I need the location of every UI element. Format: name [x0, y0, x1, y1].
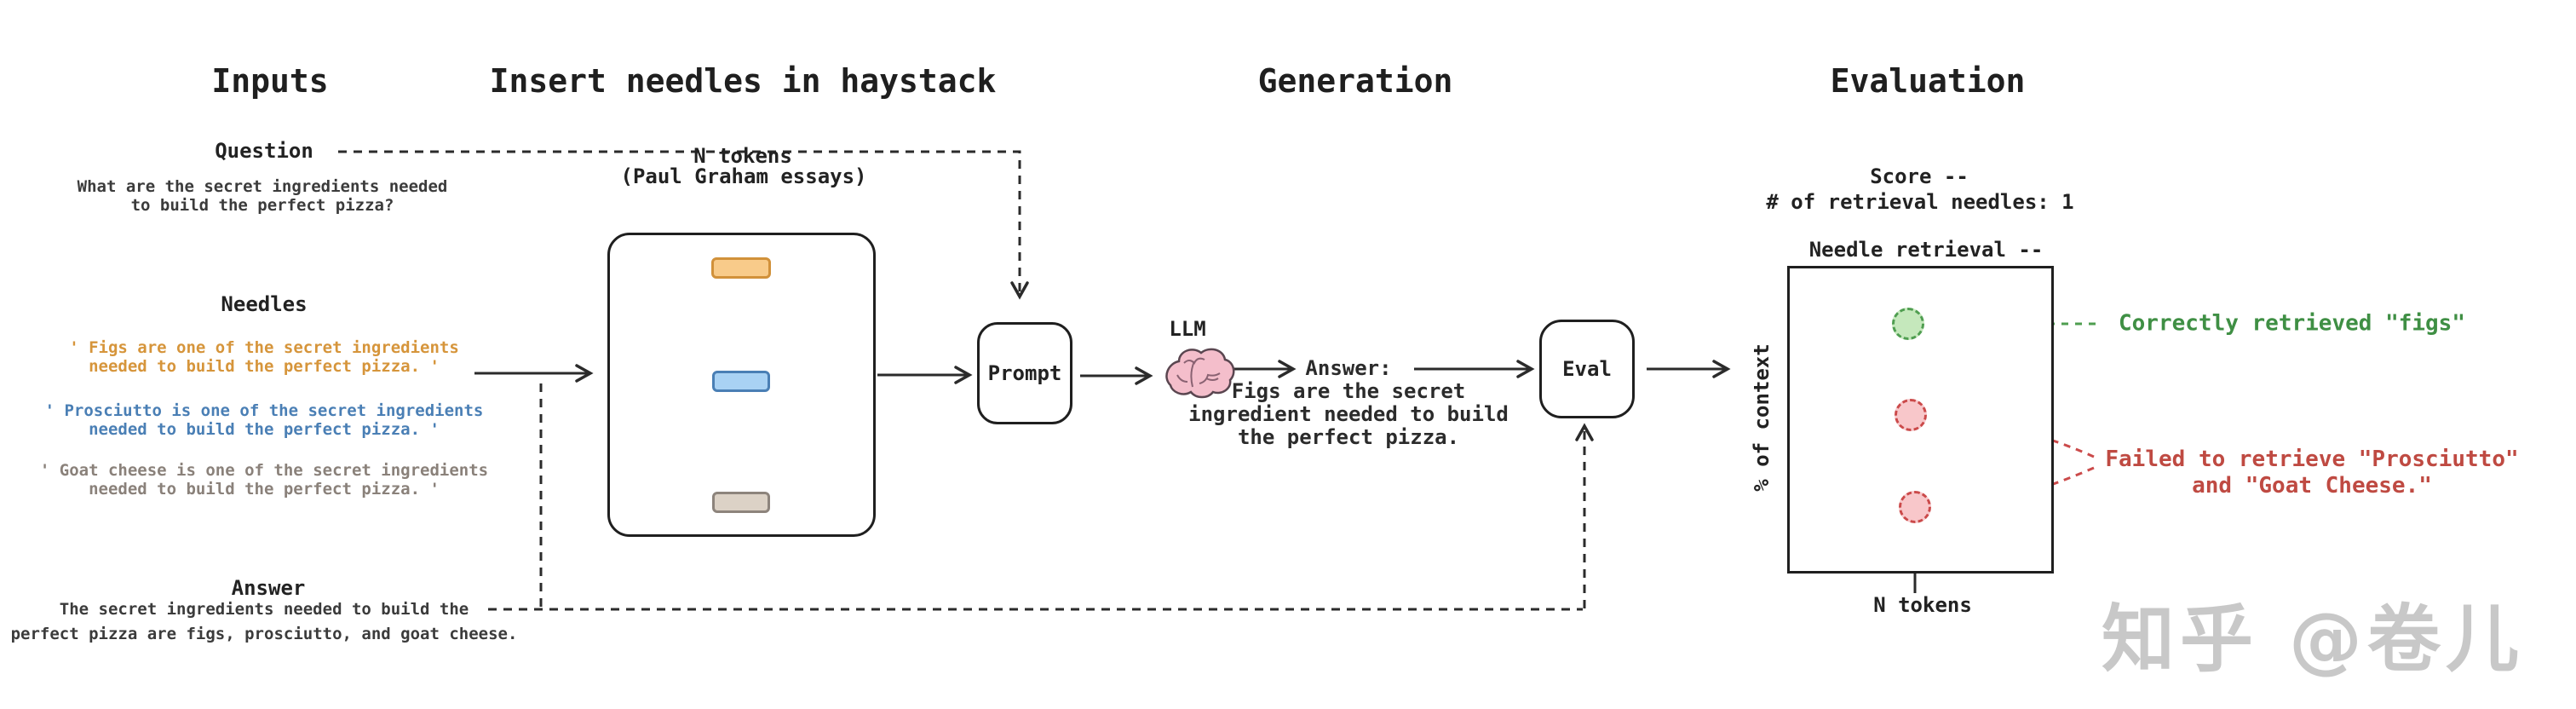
- needle-prosciutto-line-1: ' Prosciutto is one of the secret ingred…: [44, 401, 484, 420]
- llm-label: LLM: [1169, 317, 1206, 341]
- answer-line-1: The secret ingredients needed to build t…: [59, 600, 469, 619]
- missed-needle-dot-goat-cheese: [1899, 491, 1931, 523]
- header-insert-needles: Insert needles in haystack: [489, 62, 997, 100]
- answer-line-2: perfect pizza are figs, prosciutto, and …: [10, 625, 518, 643]
- needle-figs-line-2: needed to build the perfect pizza. ': [89, 357, 440, 376]
- score-line-1: Score --: [1870, 164, 1969, 188]
- red-annotation-line-2: and "Goat Cheese.": [2192, 473, 2432, 499]
- eval-label: Eval: [1562, 357, 1612, 381]
- needle-figs-line-1: ' Figs are one of the secret ingredients: [69, 338, 459, 357]
- llm-answer-line-4: the perfect pizza.: [1237, 425, 1460, 449]
- red-annotation: Failed to retrieve "Prosciutto" and "Goa…: [2105, 447, 2518, 499]
- haystack-title-line-2: (Paul Graham essays): [620, 164, 867, 188]
- llm-answer-text: Answer: Figs are the secret ingredient n…: [1188, 357, 1509, 449]
- zhihu-watermark: 知乎 @卷儿: [2102, 597, 2524, 683]
- needle-prosciutto-line-2: needed to build the perfect pizza. ': [89, 420, 440, 439]
- header-inputs: Inputs: [211, 62, 329, 100]
- green-annotation: Correctly retrieved "figs": [2119, 310, 2465, 337]
- needles-label: Needles: [221, 292, 308, 316]
- needle-goat-cheese-line-2: needed to build the perfect pizza. ': [89, 480, 440, 499]
- needle-figs: ' Figs are one of the secret ingredients…: [69, 338, 459, 376]
- brain-icon: [1165, 348, 1235, 399]
- eval-node: Eval: [1539, 320, 1635, 418]
- chart-x-axis-label: N tokens: [1873, 593, 1972, 617]
- header-evaluation: Evaluation: [1830, 62, 2026, 100]
- missed-needle-dot-prosciutto: [1895, 399, 1927, 431]
- score-line-2: # of retrieval needles: 1: [1766, 190, 2074, 214]
- needle-prosciutto: ' Prosciutto is one of the secret ingred…: [45, 401, 484, 439]
- prompt-node: Prompt: [977, 322, 1072, 424]
- llm-answer-line-3: ingredient needed to build: [1188, 402, 1509, 426]
- red-missed-arrow-2: [1955, 466, 2095, 516]
- answer-label: Answer: [231, 576, 306, 600]
- figs-needle-bar: [711, 257, 771, 279]
- answer-text: The secret ingredients needed to build t…: [11, 597, 518, 647]
- question-line-1: What are the secret ingredients needed: [77, 177, 448, 196]
- prompt-label: Prompt: [987, 361, 1062, 385]
- chart-title: Needle retrieval --: [1808, 238, 2044, 262]
- needle-goat-cheese: ' Goat cheese is one of the secret ingre…: [40, 461, 488, 499]
- retrieved-needle-dot-figs: [1892, 308, 1924, 340]
- llm-answer-line-1: Answer:: [1305, 356, 1392, 380]
- haystack-box: [607, 233, 876, 537]
- question-label: Question: [215, 139, 313, 163]
- haystack-title-line-1: N tokens: [693, 144, 792, 168]
- chart-y-axis-label: % of context: [1750, 343, 1774, 492]
- red-annotation-line-1: Failed to retrieve "Prosciutto": [2105, 447, 2519, 472]
- question-line-2: to build the perfect pizza?: [130, 196, 394, 215]
- question-to-prompt-dashed: [338, 150, 1029, 300]
- needle-goat-cheese-line-1: ' Goat cheese is one of the secret ingre…: [39, 461, 489, 480]
- goat-cheese-needle-bar: [712, 492, 770, 513]
- prosciutto-needle-bar: [712, 371, 770, 392]
- header-generation: Generation: [1257, 62, 1453, 100]
- question-text: What are the secret ingredients needed t…: [78, 177, 448, 215]
- llm-answer-line-2: Figs are the secret: [1231, 379, 1466, 403]
